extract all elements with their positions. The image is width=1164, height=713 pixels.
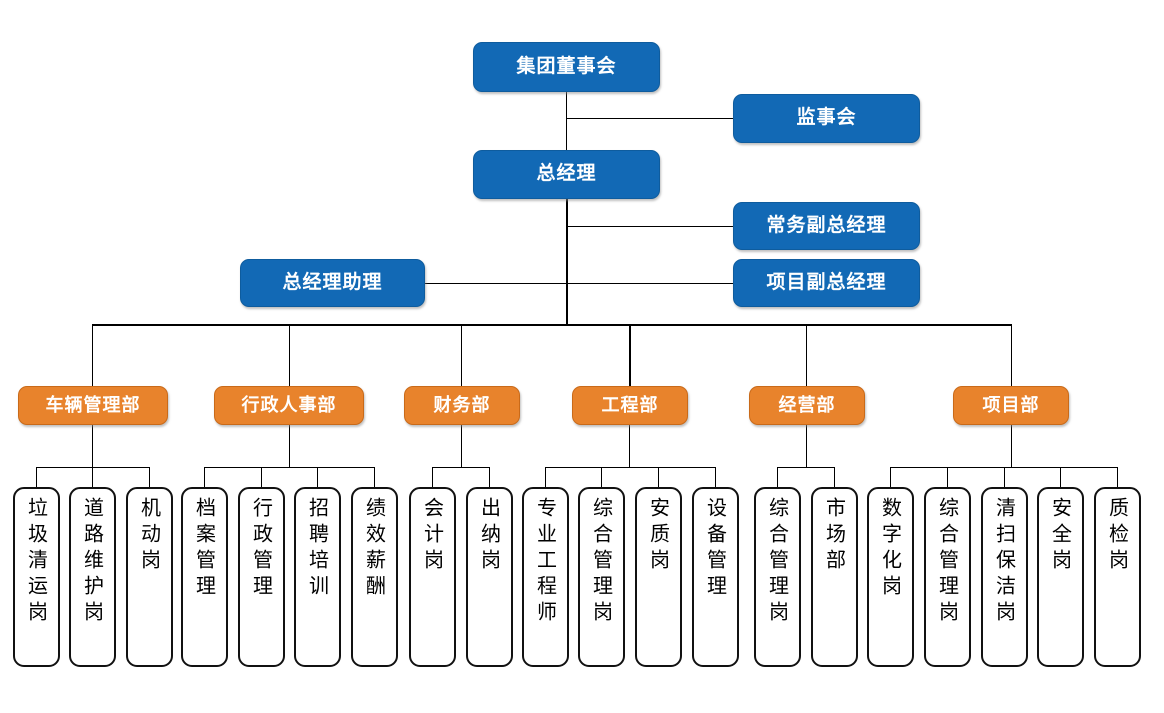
connector-dept3-stem [629,425,630,467]
connector-dept1-pos0 [204,467,205,487]
node-supervisory-board[interactable]: 监事会 [733,94,920,143]
position-label: 绩效薪酬 [362,497,387,601]
node-position-3-2[interactable]: 安质岗 [635,487,682,667]
connector-dept3-pos3 [715,467,716,487]
connector-to-executive-deputy [566,226,733,227]
node-position-3-1[interactable]: 综合管理岗 [578,487,625,667]
node-department-admin-hr[interactable]: 行政人事部 [214,386,364,425]
node-department-operations[interactable]: 经营部 [749,386,865,425]
node-position-0-2[interactable]: 机动岗 [126,487,173,667]
connector-dept5-bar [890,467,1117,468]
connector-drop-dept-5 [1011,324,1012,386]
position-label: 档案管理 [192,497,217,601]
connector-to-gm-assistant [425,283,567,284]
position-label: 机动岗 [137,497,162,575]
connector-drop-dept-0 [92,324,93,386]
node-position-3-3[interactable]: 设备管理 [692,487,739,667]
connector-dept4-pos0 [777,467,778,487]
connector-dept5-pos1 [947,467,948,487]
connector-dept5-pos2 [1004,467,1005,487]
node-executive-deputy-gm[interactable]: 常务副总经理 [733,202,920,250]
node-position-4-1[interactable]: 市场部 [811,487,858,667]
node-gm-assistant[interactable]: 总经理助理 [240,259,425,307]
position-label: 会计岗 [420,497,445,575]
node-position-5-3[interactable]: 安全岗 [1037,487,1084,667]
node-position-5-1[interactable]: 综合管理岗 [924,487,971,667]
position-label: 数字化岗 [878,497,903,601]
connector-dept3-pos2 [658,467,659,487]
connector-dept1-bar [204,467,374,468]
connector-dept1-stem [289,425,290,467]
node-project-deputy-gm[interactable]: 项目副总经理 [733,259,920,307]
node-position-1-2[interactable]: 招聘培训 [294,487,341,667]
connector-dept5-pos4 [1117,467,1118,487]
connector-dept0-stem [92,425,93,467]
node-board[interactable]: 集团董事会 [473,42,660,92]
connector-drop-dept-1 [289,324,290,386]
connector-drop-dept-2 [461,324,462,386]
connector-dept4-stem [806,425,807,467]
position-label: 招聘培训 [305,497,330,601]
connector-dept3-bar [545,467,715,468]
connector-dept0-pos0 [36,467,37,487]
connector-dept5-pos0 [890,467,891,487]
node-position-5-4[interactable]: 质检岗 [1094,487,1141,667]
connector-dept3-pos1 [601,467,602,487]
connector-dept5-pos3 [1060,467,1061,487]
connector-department-bus [92,324,1012,326]
connector-dept2-pos0 [432,467,433,487]
position-label: 行政管理 [249,497,274,601]
node-position-1-3[interactable]: 绩效薪酬 [351,487,398,667]
node-position-0-1[interactable]: 道路维护岗 [69,487,116,667]
connector-dept0-pos2 [149,467,150,487]
node-position-2-1[interactable]: 出纳岗 [466,487,513,667]
connector-gm-trunk [566,199,568,325]
connector-dept5-stem [1011,425,1012,467]
node-department-finance[interactable]: 财务部 [404,386,520,425]
node-position-5-0[interactable]: 数字化岗 [867,487,914,667]
node-general-manager[interactable]: 总经理 [473,150,660,199]
connector-to-supervisory [566,118,733,119]
connector-dept1-pos1 [261,467,262,487]
connector-dept4-pos1 [834,467,835,487]
node-position-2-0[interactable]: 会计岗 [409,487,456,667]
connector-drop-dept-4 [806,324,807,386]
position-label: 出纳岗 [477,497,502,575]
position-label: 安全岗 [1048,497,1073,575]
connector-dept2-pos1 [489,467,490,487]
connector-dept2-bar [432,467,489,468]
position-label: 综合管理岗 [589,497,614,627]
connector-dept4-bar [777,467,834,468]
connector-drop-dept-3 [629,324,631,386]
node-position-1-1[interactable]: 行政管理 [238,487,285,667]
connector-dept1-pos3 [374,467,375,487]
node-department-vehicle[interactable]: 车辆管理部 [18,386,168,425]
connector-to-project-deputy [566,283,733,284]
position-label: 市场部 [822,497,847,575]
node-position-0-0[interactable]: 垃圾清运岗 [13,487,60,667]
connector-dept2-stem [461,425,462,467]
position-label: 专业工程师 [533,497,558,627]
node-position-3-0[interactable]: 专业工程师 [522,487,569,667]
connector-dept0-pos1 [92,467,93,487]
node-position-1-0[interactable]: 档案管理 [181,487,228,667]
position-label: 安质岗 [646,497,671,575]
connector-dept1-pos2 [317,467,318,487]
position-label: 道路维护岗 [80,497,105,627]
position-label: 综合管理岗 [935,497,960,627]
node-position-5-2[interactable]: 清扫保洁岗 [981,487,1028,667]
position-label: 设备管理 [703,497,728,601]
node-department-project[interactable]: 项目部 [953,386,1069,425]
position-label: 垃圾清运岗 [24,497,49,627]
position-label: 综合管理岗 [765,497,790,627]
position-label: 清扫保洁岗 [992,497,1017,627]
node-department-engineering[interactable]: 工程部 [572,386,688,425]
connector-dept3-pos0 [545,467,546,487]
connector-board-to-gm [566,92,567,152]
position-label: 质检岗 [1105,497,1130,575]
node-position-4-0[interactable]: 综合管理岗 [754,487,801,667]
